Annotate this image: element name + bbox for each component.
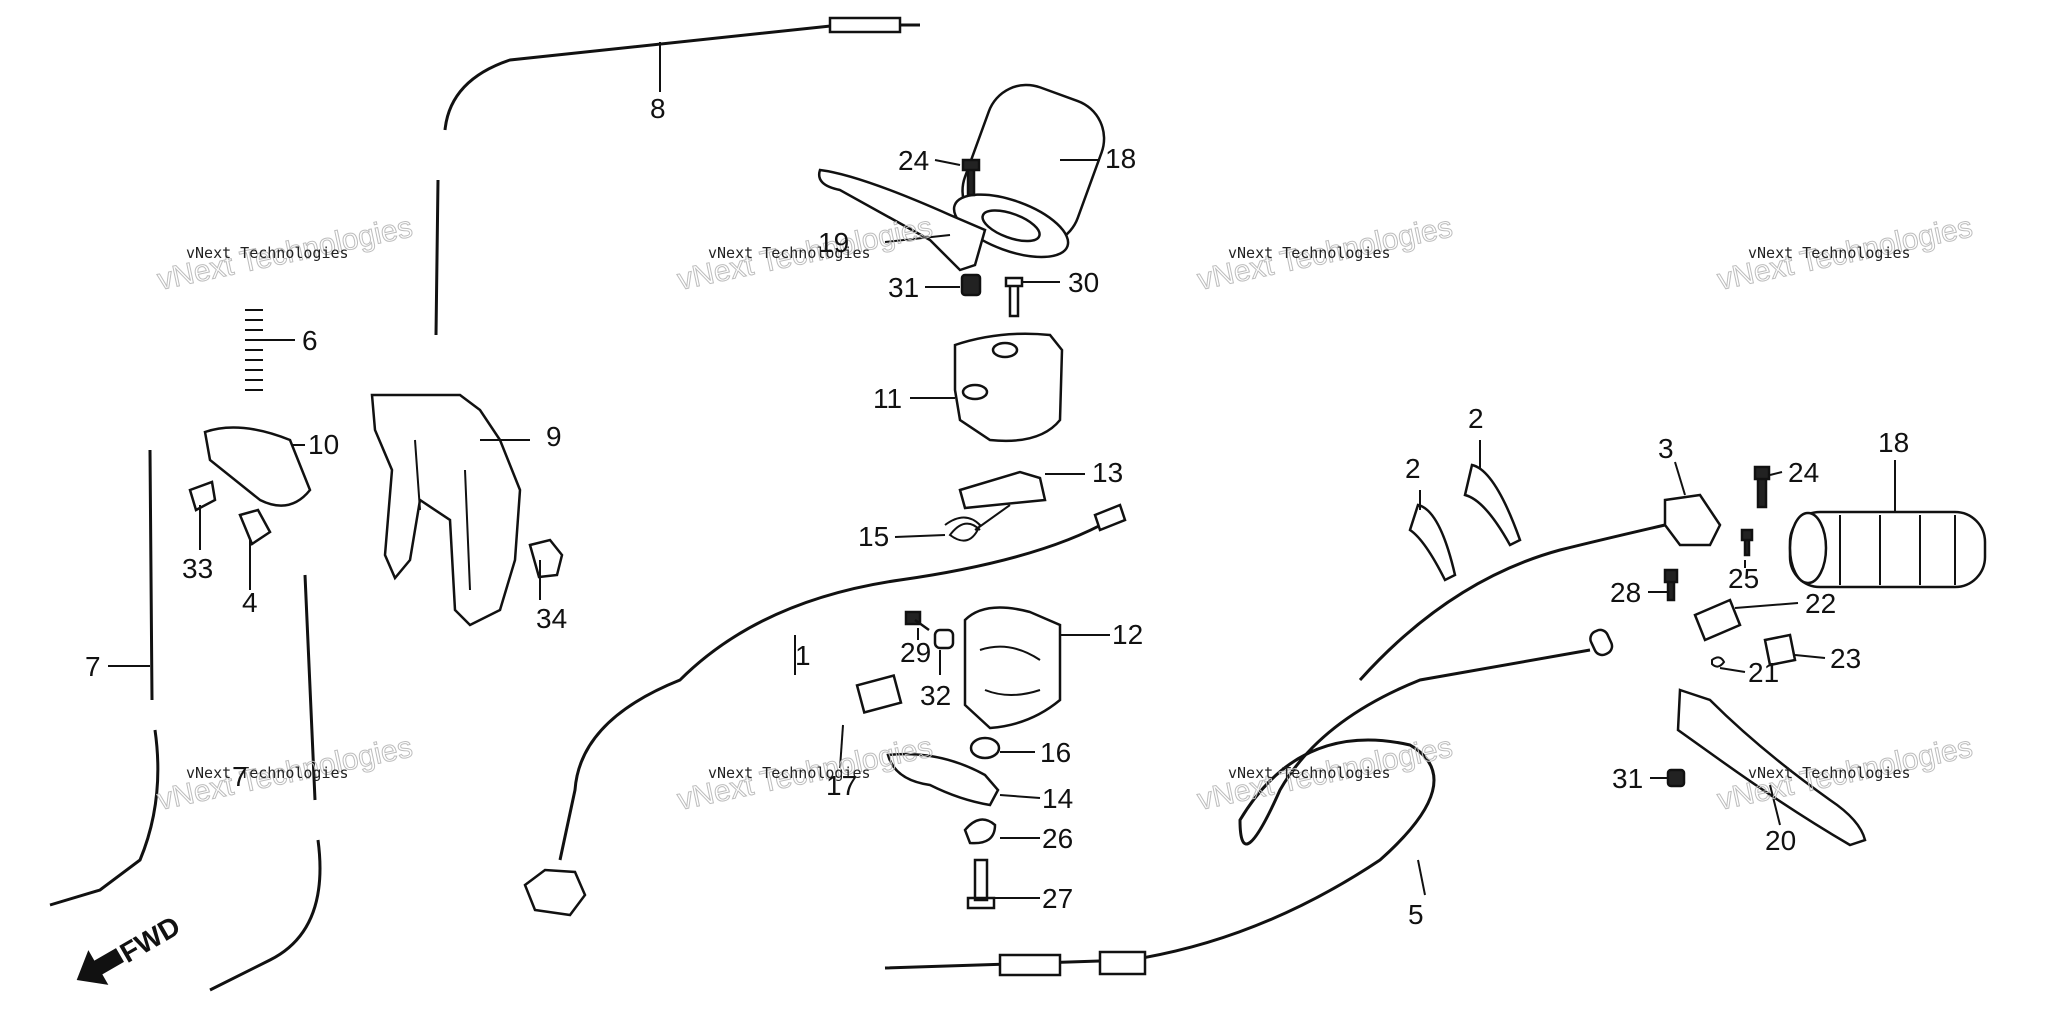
callout-29: 29 (900, 637, 931, 668)
callout-labels: 1 2 2 3 4 5 6 7 7 8 9 10 11 12 13 14 15 … (85, 93, 1909, 930)
callout-20: 20 (1765, 825, 1796, 856)
callout-30: 30 (1068, 267, 1099, 298)
pin-part-33 (188, 480, 217, 512)
cable-part-8 (434, 23, 920, 336)
watermark-text: vNext Technologies (708, 764, 871, 782)
clip-part-26 (963, 818, 997, 845)
lever-part-19 (817, 168, 987, 272)
callout-2: 2 (1468, 403, 1484, 434)
bolt-part-29 (904, 610, 930, 632)
lever-part-14 (886, 752, 1000, 807)
callout-19: 19 (818, 227, 849, 258)
callout-21: 21 (1748, 657, 1779, 688)
watermark-text: vNext Technologies (1748, 244, 1911, 262)
plate-part-17 (855, 674, 903, 714)
callout-10: 10 (308, 429, 339, 460)
cable-end-8 (828, 16, 902, 34)
callout-18: 18 (1105, 143, 1136, 174)
plate-part-13 (958, 470, 1047, 510)
watermark-text: vNext Technologies (186, 764, 349, 782)
housing-part-12 (963, 606, 1062, 730)
spring-part-21 (1711, 656, 1726, 668)
collar-part-16 (969, 736, 1001, 760)
fwd-label: FWD (115, 910, 186, 969)
nut-part-31 (960, 273, 982, 297)
lever-part-20 (1676, 688, 1867, 847)
watermark-text: vNext Technologies (1228, 764, 1391, 782)
watermark-text: vNext Technologies (1228, 244, 1391, 262)
callout-24: 24 (1788, 457, 1819, 488)
callout-7: 7 (232, 761, 248, 792)
callout-12: 12 (1112, 619, 1143, 650)
callout-23: 23 (1830, 643, 1861, 674)
callout-8: 8 (650, 93, 666, 124)
watermark-text: vNext Technologies (1748, 764, 1911, 782)
nut-part-31-right (1666, 768, 1686, 788)
cable-adjuster-5 (998, 950, 1147, 977)
bracket-part-9 (370, 393, 522, 627)
callout-17: 17 (826, 770, 857, 801)
cable-part-7-a (49, 449, 160, 907)
callout-6: 6 (302, 325, 318, 356)
callout-25: 25 (1728, 563, 1759, 594)
clip-part-4 (238, 508, 272, 546)
callout-16: 16 (1040, 737, 1071, 768)
callout-3: 3 (1658, 433, 1674, 464)
screw-part-25 (1740, 528, 1754, 557)
callout-18: 18 (1878, 427, 1909, 458)
cable-end-1 (523, 868, 587, 917)
callout-14: 14 (1042, 783, 1073, 814)
callout-5: 5 (1408, 899, 1424, 930)
spring-part-6 (245, 309, 263, 391)
nut-part-32 (933, 628, 955, 650)
watermark-text: vNext Technologies (186, 244, 349, 262)
bolt-part-24-right (1753, 465, 1771, 509)
callout-32: 32 (920, 680, 951, 711)
callout-13: 13 (1092, 457, 1123, 488)
grip-part-18-left (952, 83, 1106, 259)
clip-part-2-a (1408, 503, 1457, 582)
callout-27: 27 (1042, 883, 1073, 914)
callout-4: 4 (242, 587, 258, 618)
callout-34: 34 (536, 603, 567, 634)
screw-part-30 (1004, 276, 1024, 318)
callout-33: 33 (182, 553, 213, 584)
bolt-part-28 (1663, 568, 1679, 602)
bracket-part-22 (1693, 598, 1742, 642)
callout-2: 2 (1405, 453, 1421, 484)
watermark-text: vNext Technologies (708, 244, 871, 262)
bolt-part-24 (961, 158, 981, 197)
fwd-arrow-icon (76, 948, 124, 985)
callout-31: 31 (888, 272, 919, 303)
clip-part-2-b (1463, 463, 1522, 547)
switch-wire-3 (1358, 523, 1666, 682)
callout-7: 7 (85, 651, 101, 682)
callout-15: 15 (858, 521, 889, 552)
callout-9: 9 (546, 421, 562, 452)
switch-part-3 (1663, 493, 1722, 547)
cap-part-23 (1763, 633, 1797, 667)
spring-part-15 (944, 504, 1011, 542)
bolt-part-27 (966, 858, 996, 910)
fwd-indicator: FWD (76, 910, 186, 985)
callout-26: 26 (1042, 823, 1073, 854)
leader-lines (108, 42, 1896, 899)
callout-22: 22 (1805, 588, 1836, 619)
part-drawings (49, 16, 1987, 992)
nut-part-34 (528, 538, 564, 579)
cable-part-5 (884, 648, 1591, 970)
callout-1: 1 (795, 640, 811, 671)
bracket-part-10 (203, 426, 312, 507)
cable-part-7-b (209, 574, 322, 992)
callout-31: 31 (1612, 763, 1643, 794)
callout-11: 11 (873, 383, 902, 414)
callout-24: 24 (898, 145, 929, 176)
callout-28: 28 (1610, 577, 1641, 608)
cable-part-1 (558, 518, 1111, 861)
housing-part-11 (953, 332, 1064, 442)
